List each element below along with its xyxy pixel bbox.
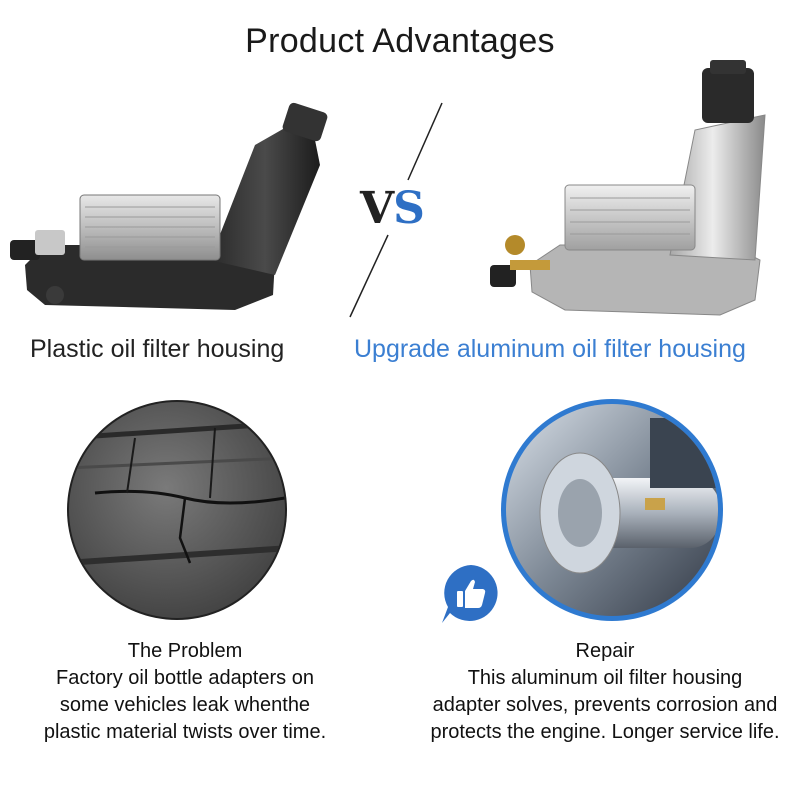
aluminum-housing-image [490, 60, 766, 316]
repair-line: adapter solves, prevents corrosion and [432, 694, 778, 716]
problem-description: The Problem Factory oil bottle adapters … [20, 638, 350, 746]
thumbs-up-badge [442, 565, 498, 623]
plastic-housing-image [10, 102, 328, 310]
problem-line: plastic material twists over time. [43, 721, 327, 743]
repair-line: protects the engine. Longer service life… [430, 721, 780, 743]
problem-line: Factory oil bottle adapters on [56, 667, 314, 689]
thumbs-up-icon [457, 579, 486, 608]
problem-heading: The Problem [127, 640, 243, 662]
cracked-plastic-image [67, 400, 287, 620]
vs-divider [349, 102, 443, 318]
repair-description: Repair This aluminum oil filter housing … [405, 638, 800, 746]
vs-label: VS [360, 183, 425, 234]
repair-line: This aluminum oil filter housing [467, 667, 743, 689]
aluminum-caption: Upgrade aluminum oil filter housing [354, 335, 746, 363]
repair-heading: Repair [575, 640, 635, 662]
plastic-caption: Plastic oil filter housing [30, 335, 285, 363]
machined-aluminum-image [501, 399, 723, 621]
problem-line: some vehicles leak whenthe [59, 694, 311, 716]
page-title: Product Advantages [245, 22, 555, 60]
